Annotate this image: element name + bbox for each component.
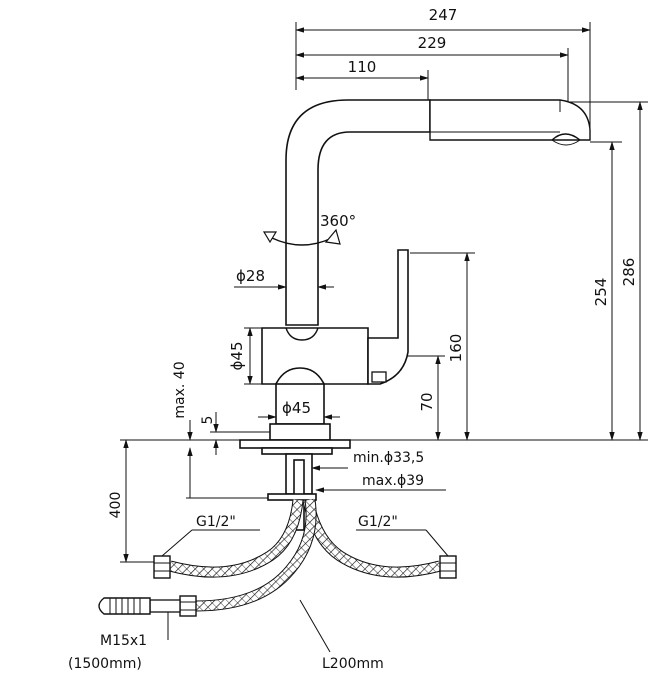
right-supply-nut <box>439 555 457 579</box>
dimension-body-diameter: ϕ45 <box>228 327 262 385</box>
dimension-lever-height: 160 <box>410 252 475 441</box>
pullout-thread-label-group: M15x1 (1500mm) <box>68 612 169 672</box>
spout-reach-label: 229 <box>418 34 447 52</box>
pullout-length-label: (1500mm) <box>68 656 142 672</box>
deck-max-label: max. 40 <box>172 361 188 418</box>
dimension-base-diameter: ϕ45 <box>258 399 340 420</box>
total-reach-label: 247 <box>429 6 458 24</box>
dimension-base-offset: 5 <box>200 412 270 455</box>
outlet-height-label: 70 <box>418 392 436 411</box>
rotation-indicator: 360° <box>262 212 356 246</box>
hose-length-label-group: L200mm <box>299 599 384 672</box>
dimension-hole-max: max.ϕ39 <box>315 473 446 493</box>
spout-tube <box>285 99 431 326</box>
tube-diameter-label: ϕ28 <box>236 267 265 285</box>
faucet-body <box>239 99 591 531</box>
body-diameter-label: ϕ45 <box>228 342 246 371</box>
base-offset-label: 5 <box>200 416 216 425</box>
hose-length-label: L200mm <box>322 656 384 672</box>
thread-label-right: G1/2" <box>356 514 449 557</box>
thread-label-left: G1/2" <box>161 514 260 557</box>
spout-head <box>429 99 591 141</box>
thread-left-label: G1/2" <box>196 514 236 530</box>
mixer-body <box>261 327 369 385</box>
head-length-label: 110 <box>348 58 377 76</box>
dimension-tube-diameter: ϕ28 <box>234 267 334 290</box>
hole-min-label: min.ϕ33,5 <box>353 450 424 466</box>
dimension-head-length: 110 <box>295 58 429 128</box>
pullout-connector <box>98 595 197 617</box>
hole-max-label: max.ϕ39 <box>362 473 424 489</box>
base-diameter-label: ϕ45 <box>282 399 311 417</box>
hose-400-label: 400 <box>108 492 124 519</box>
thread-right-label: G1/2" <box>358 514 398 530</box>
pullout-thread-label: M15x1 <box>100 633 147 649</box>
dimension-total-height: 286 <box>335 101 648 441</box>
dimension-deck-max: max. 40 <box>172 361 268 499</box>
dimension-total-reach: 247 <box>295 6 591 140</box>
left-supply-nut <box>153 555 171 579</box>
dimension-spout-height: 254 <box>592 141 615 441</box>
dimension-hole-min: min.ϕ33,5 <box>311 450 424 471</box>
rotation-label: 360° <box>320 212 356 230</box>
lever-handle <box>367 249 409 385</box>
spout-height-label: 254 <box>592 278 610 307</box>
base-flange <box>269 423 331 441</box>
total-height-label: 286 <box>620 258 638 287</box>
supply-hoses <box>98 498 457 617</box>
lever-height-label: 160 <box>447 334 465 363</box>
deck-plate <box>239 439 351 449</box>
dimension-hose-400: 400 <box>108 439 240 563</box>
